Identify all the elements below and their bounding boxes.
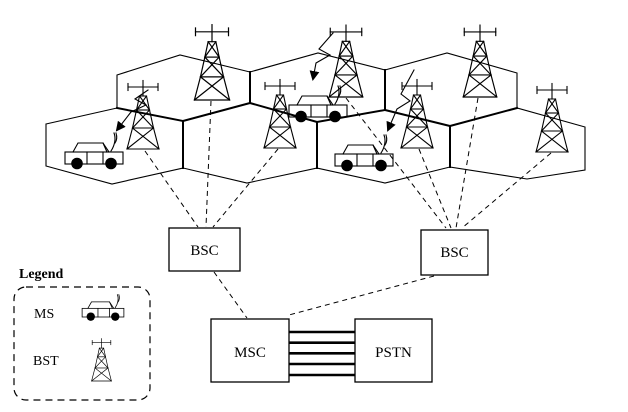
msc-label: MSC [234, 345, 266, 361]
pstn-box: PSTN [354, 318, 433, 383]
bsc-box-right: BSC [420, 229, 489, 276]
radio-signal-arrow-icon [115, 89, 149, 132]
bst-bsc-link-line [205, 100, 212, 228]
bsc-msc-link-line [213, 271, 248, 319]
radio-signal-arrow-icon [309, 32, 334, 81]
legend-item-bst: BST [33, 338, 112, 382]
pstn-label: PSTN [375, 345, 412, 361]
bst-towers [126, 24, 569, 153]
legend-ms-label: MS [34, 307, 54, 322]
bsc-right-label: BSC [440, 245, 468, 261]
radio-signal-arrow-icon [386, 69, 415, 132]
bst-bsc-link-line [212, 148, 279, 228]
ms-car-icon [334, 134, 394, 172]
bst-tower-icon [400, 78, 434, 149]
bst-tower-icon [462, 24, 498, 98]
bsc-box-left: BSC [168, 227, 241, 272]
legend-title: Legend [19, 267, 64, 282]
shared-cell-borders [115, 69, 519, 169]
bst-bsc-link-line [144, 150, 199, 228]
bsc-msc-link-line [288, 275, 435, 316]
bst-bsc-link-line [455, 97, 479, 229]
hexagon-cell [249, 52, 386, 123]
msc-pstn-trunk-lines [289, 330, 355, 377]
msc-box: MSC [210, 318, 290, 383]
signalling-links [144, 97, 552, 319]
bst-bsc-link-line [345, 97, 447, 229]
cell-grid [45, 52, 586, 185]
car-icon [81, 294, 125, 322]
radio-signal-arrows [115, 32, 415, 132]
bst-bsc-link-line [418, 148, 452, 229]
bst-bsc-link-line [461, 152, 552, 229]
legend-bst-label: BST [33, 354, 59, 369]
legend: Legend MS BST [13, 267, 151, 401]
hexagon-cell [45, 107, 184, 185]
legend-box [13, 286, 151, 401]
ms-car-icon [64, 132, 124, 170]
legend-item-ms: MS [34, 294, 125, 322]
ms-car-icon [288, 85, 348, 123]
bsc-left-label: BSC [190, 243, 218, 259]
bst-tower-icon [328, 24, 364, 98]
tower-icon [91, 338, 112, 382]
